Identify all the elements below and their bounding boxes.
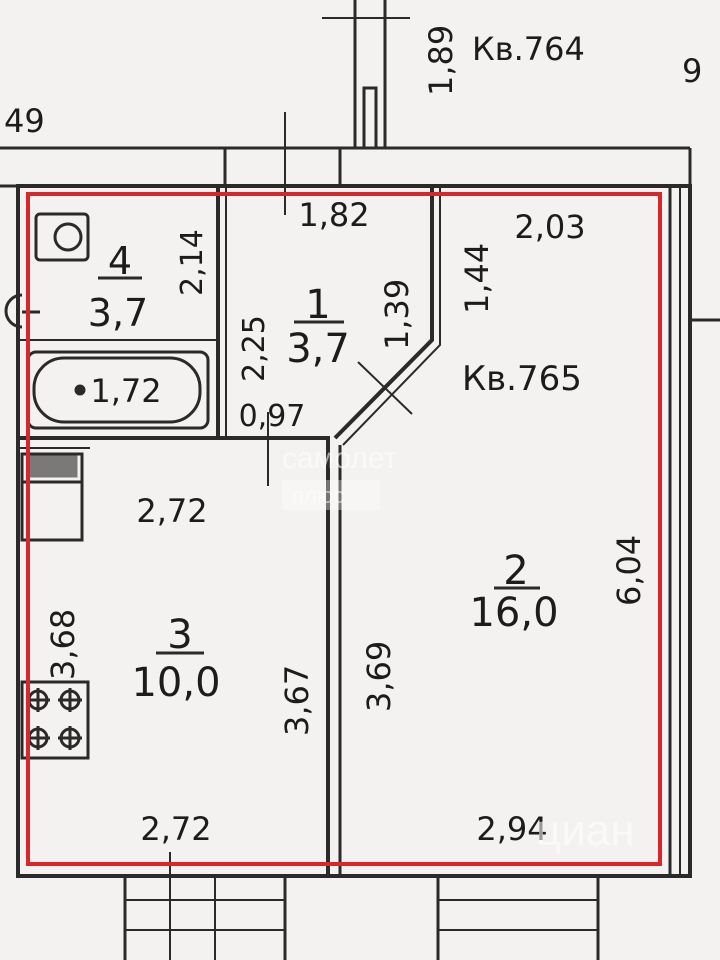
dim-kitchen-right: 3,67 [278,665,316,736]
dim-room2-bottom: 2,94 [476,810,547,848]
room-1-area: 3,7 [286,326,350,372]
room-number-underlines [98,276,540,655]
neighbor-structure [0,0,692,188]
dim-kitchen-left: 3,68 [44,609,82,680]
sink-icon [4,293,40,329]
apartment-boundary [26,192,662,866]
watermark-brand-line1: самолет [282,442,398,475]
watermark-brand-line2: плюс [292,483,344,508]
dim-kitchen-bottom: 2,72 [140,810,211,848]
dim-hall-bottom: 0,97 [239,399,306,434]
room-1-number: 1 [305,282,330,328]
dim-bath-wall: 2,25 [237,315,272,382]
watermark-brand-badge [282,480,380,510]
room-3-number: 3 [167,612,192,658]
bottom-windows [123,876,600,960]
outer-walls [16,184,720,878]
dim-kitchen-top: 2,72 [136,492,207,530]
room-4-area: 3,7 [88,291,148,335]
dim-room2-right: 6,04 [610,535,648,606]
room-4-number: 4 [108,239,132,283]
watermark-site: циан [536,806,635,855]
dim-hall-diag: 1,39 [378,279,416,350]
dim-top-neighbor: 1,89 [422,25,460,96]
dim-bath-height: 2,14 [175,229,210,296]
toilet-icon [34,212,90,262]
dim-top-right-edge: 9 [682,52,702,90]
interior-walls [18,112,441,960]
dim-hall-wall-diag: 1,44 [458,243,496,314]
dim-bathtub-length: 1,72 [90,372,161,410]
room-2-area: 16,0 [469,590,558,636]
dim-top-left-edge: 49 [4,102,45,140]
dim-hall-width: 1,82 [298,196,369,234]
dim-room2-top: 2,03 [514,208,585,246]
room-2-number: 2 [503,548,528,594]
dim-room2-left: 3,69 [360,641,398,712]
stove-icon [20,680,90,760]
apartment-label: Кв.765 [462,359,582,399]
neighbor-apartment-label: Кв.764 [472,30,585,68]
room-3-area: 10,0 [131,660,220,706]
